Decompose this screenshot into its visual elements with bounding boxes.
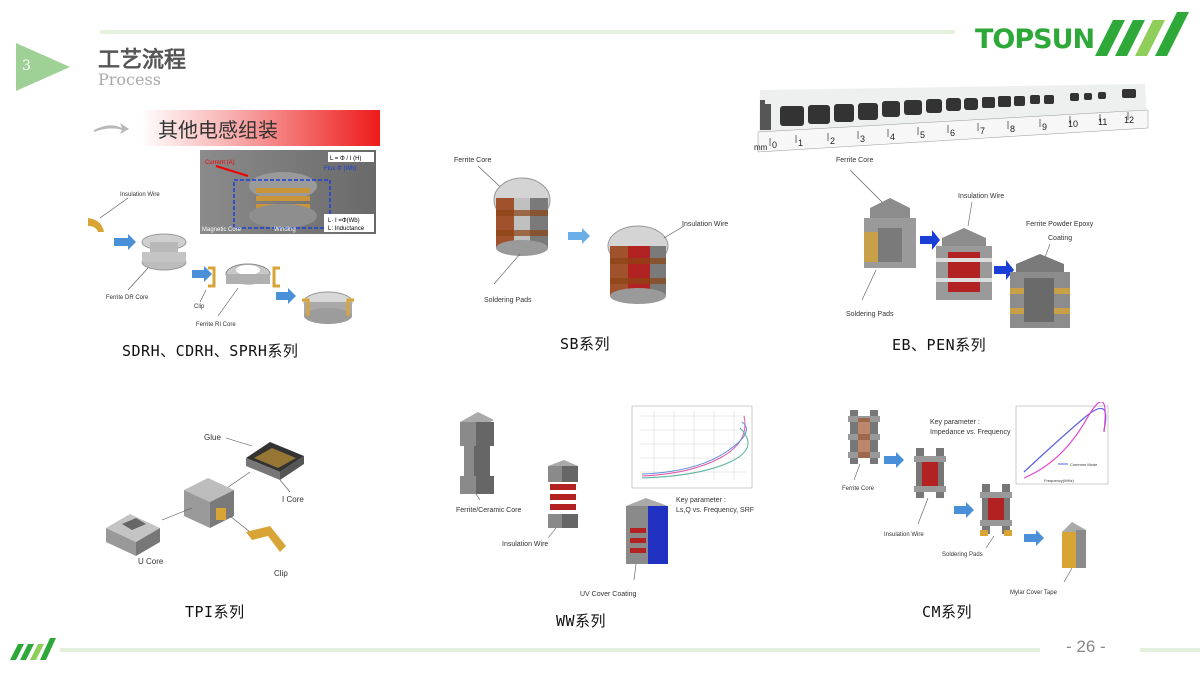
ruler-unit: mm: [754, 143, 768, 152]
logo-mark-icon: [1095, 12, 1189, 56]
soldering-pads-label: Soldering Pads: [846, 311, 894, 318]
section-arrow-icon: [94, 123, 129, 134]
sb-assembly-diagram: Ferrite Core Soldering Pads Insulation W…: [454, 157, 728, 304]
topsun-logo: TOPSUN: [975, 8, 1195, 58]
ruler-tick-label: 1: [798, 138, 803, 148]
inductance-label: L: Inductance: [328, 226, 365, 232]
arrow-icon: [568, 228, 590, 244]
arrow-icon: [192, 266, 212, 282]
page-number: - 26 -: [1066, 637, 1106, 656]
slide-number: 3: [22, 58, 31, 74]
ferrite-core-label: Ferrite Core: [836, 157, 873, 164]
tpi-caption: TPI系列: [185, 603, 245, 621]
key-param-line1: Key parameter :: [930, 419, 980, 426]
section-label: 其他电感组装: [158, 118, 278, 142]
cm-caption: CM系列: [922, 603, 973, 621]
header-divider: [100, 30, 955, 34]
eb-caption: EB、PEN系列: [892, 336, 987, 354]
sb-caption: SB系列: [560, 335, 611, 353]
chart-xaxis: Frequency(MHz): [1044, 478, 1074, 483]
ferrite-ceramic-core-label: Ferrite/Ceramic Core: [456, 507, 521, 514]
uv-cover-coating-label: UV Cover Coating: [580, 591, 637, 598]
ruler-tick-label: 0: [772, 140, 777, 150]
ruler-tick-label: 11: [1098, 117, 1107, 127]
sdrh-caption: SDRH、CDRH、SPRH系列: [122, 342, 299, 360]
arrow-icon: [994, 260, 1014, 280]
key-param-line1: Key parameter :: [676, 497, 726, 504]
impedance-frequency-chart: [1015, 405, 1109, 485]
ww-caption: WW系列: [556, 612, 607, 630]
i-core-label: I Core: [282, 495, 304, 504]
ruler-tick-label: 8: [1010, 124, 1015, 134]
ruler-tick-label: 2: [830, 136, 835, 146]
magnetic-core-label: Magnetic Core: [202, 227, 242, 233]
page-title: 工艺流程: [98, 48, 187, 73]
arrow-icon: [1024, 530, 1044, 546]
clip-label: Clip: [194, 304, 205, 310]
ruler-tick-label: 4: [890, 132, 895, 142]
page-subtitle: Process: [98, 70, 161, 89]
u-core-label: U Core: [138, 557, 164, 566]
key-param-line2: Impedance vs. Frequency: [930, 429, 1011, 436]
coating-label-line2: Coating: [1048, 235, 1072, 242]
mylar-cover-tape-label: Mylar Cover Tape: [1010, 590, 1058, 596]
ruler-tick-label: 6: [950, 128, 955, 138]
cm-assembly-diagram: Key parameter : Impedance vs. Frequency …: [842, 402, 1109, 596]
ls-q-frequency-chart: [631, 405, 753, 489]
arrow-icon: [954, 502, 974, 518]
flux-label: Flux Φ (Wb): [324, 166, 356, 172]
ruler-tick-label: 7: [980, 126, 985, 136]
footer-divider-right: [1140, 648, 1200, 652]
ruler-tick-label: 3: [860, 134, 865, 144]
formula-top-label: L = Φ / I (H): [330, 156, 361, 162]
soldering-pads-label: Soldering Pads: [942, 552, 983, 558]
insulation-wire-label: Insulation Wire: [120, 192, 160, 198]
footer-logo-icon: [10, 638, 56, 660]
arrow-icon: [884, 452, 904, 468]
ruler-tick-label: 10: [1068, 119, 1078, 129]
clip-label: Clip: [274, 569, 288, 578]
arrow-icon: [920, 230, 940, 250]
eb-assembly-diagram: Ferrite Core Soldering Pads Insulation W…: [836, 157, 1094, 328]
soldering-pads-label: Soldering Pads: [484, 297, 532, 304]
ferrite-ri-core-label: Ferrite RI Core: [196, 322, 236, 328]
section-banner: [140, 110, 380, 146]
insulation-wire-label: Insulation Wire: [682, 221, 728, 228]
footer-divider: [60, 648, 1040, 652]
arrow-icon: [114, 234, 136, 250]
coating-label-line1: Ferrite Powder Epoxy: [1026, 221, 1094, 228]
insulation-wire-label: Insulation Wire: [884, 532, 924, 538]
winding-label: Winding: [274, 227, 296, 233]
glue-label: Glue: [204, 433, 221, 442]
arrow-icon: [276, 288, 296, 304]
ferrite-core-label: Ferrite Core: [842, 486, 875, 492]
tpi-assembly-diagram: Glue I Core U Core Clip: [106, 433, 304, 578]
ruler-photo: mm 0 1 2 3 4 5 6 7 8 9 10 11 12: [754, 84, 1149, 153]
slide-number-marker: [16, 43, 70, 91]
ruler-tick-label: 5: [920, 130, 925, 140]
ruler-tick-label: 12: [1124, 115, 1134, 125]
key-param-line2: Ls,Q vs. Frequency, SRF: [676, 507, 754, 514]
formula-label: L· I =Φ(Wb): [328, 218, 360, 224]
ww-assembly-diagram: Key parameter : Ls,Q vs. Frequency, SRF …: [456, 405, 754, 598]
current-label: Current (A): [205, 160, 235, 166]
ruler-tick-label: 9: [1042, 122, 1047, 132]
sdrh-assembly-diagram: Current (A) Flux Φ (Wb) L = Φ / I (H) L·…: [88, 150, 376, 328]
ferrite-core-label: Ferrite Core: [454, 157, 491, 164]
insulation-wire-label: Insulation Wire: [502, 541, 548, 548]
chart-legend: Common Mode: [1070, 462, 1098, 467]
ferrite-dr-core-label: Ferrite DR Core: [106, 295, 149, 301]
logo-text: TOPSUN: [975, 24, 1095, 55]
insulation-wire-label: Insulation Wire: [958, 193, 1004, 200]
